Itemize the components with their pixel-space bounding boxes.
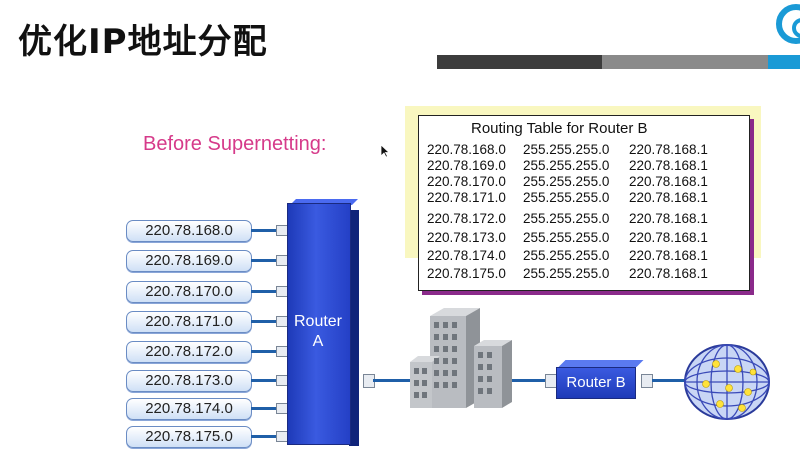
routing-table-row: 220.78.171.0 255.255.255.0 220.78.168.1 (427, 190, 719, 205)
wire-a-to-building (373, 379, 413, 382)
before-supernetting-label: Before Supernetting: (143, 133, 327, 155)
routing-table-row: 220.78.173.0 255.255.255.0 220.78.168.1 (427, 230, 719, 245)
network-link (251, 259, 277, 262)
routing-mask: 255.255.255.0 (523, 190, 610, 205)
routing-next-hop: 220.78.168.1 (629, 158, 708, 173)
network-link (251, 320, 277, 323)
routing-table-row: 220.78.168.0 255.255.255.0 220.78.168.1 (427, 142, 719, 157)
routing-mask: 255.255.255.0 (523, 230, 610, 245)
routing-next-hop: 220.78.168.1 (629, 266, 708, 281)
routing-next-hop: 220.78.168.1 (629, 190, 708, 205)
routing-next-hop: 220.78.168.1 (629, 174, 708, 189)
network-box: 220.78.175.0 (126, 426, 252, 448)
routing-destination: 220.78.173.0 (427, 230, 506, 245)
routing-next-hop: 220.78.168.1 (629, 142, 708, 157)
routing-mask: 255.255.255.0 (523, 158, 610, 173)
header-bar-gray (602, 55, 768, 69)
routing-destination: 220.78.169.0 (427, 158, 506, 173)
routing-table-row: 220.78.172.0 255.255.255.0 220.78.168.1 (427, 211, 719, 226)
routing-destination: 220.78.172.0 (427, 211, 506, 226)
mouse-cursor-icon (380, 144, 390, 158)
router-a-label-line1: Router (293, 313, 343, 330)
routing-mask: 255.255.255.0 (523, 266, 610, 281)
network-link (251, 435, 277, 438)
routing-table-row: 220.78.175.0 255.255.255.0 220.78.168.1 (427, 266, 719, 281)
routing-table-row: 220.78.174.0 255.255.255.0 220.78.168.1 (427, 248, 719, 263)
routing-next-hop: 220.78.168.1 (629, 230, 708, 245)
network-box: 220.78.168.0 (126, 220, 252, 242)
routing-destination: 220.78.175.0 (427, 266, 506, 281)
routing-destination: 220.78.170.0 (427, 174, 506, 189)
globe-icon (684, 344, 770, 420)
routing-next-hop: 220.78.168.1 (629, 248, 708, 263)
routing-table-row: 220.78.169.0 255.255.255.0 220.78.168.1 (427, 158, 719, 173)
router-b: Router B (556, 367, 636, 399)
header-bar-blue (768, 55, 800, 69)
page-title: 优化IP地址分配 (18, 22, 268, 62)
router-a-side (349, 210, 359, 446)
network-link (251, 290, 277, 293)
routing-mask: 255.255.255.0 (523, 248, 610, 263)
routing-mask: 255.255.255.0 (523, 174, 610, 189)
logo-icon (776, 4, 800, 44)
network-box: 220.78.170.0 (126, 281, 252, 303)
router-b-top (558, 360, 644, 367)
routing-mask: 255.255.255.0 (523, 211, 610, 226)
header-bar-dark (437, 55, 602, 69)
wire-building-to-router-b (512, 379, 546, 382)
network-box: 220.78.174.0 (126, 398, 252, 420)
router-a-label-line2: A (312, 333, 324, 350)
network-box: 220.78.171.0 (126, 311, 252, 333)
routing-destination: 220.78.168.0 (427, 142, 506, 157)
routing-next-hop: 220.78.168.1 (629, 211, 708, 226)
network-box: 220.78.173.0 (126, 370, 252, 392)
network-link (251, 407, 277, 410)
routing-table-row: 220.78.170.0 255.255.255.0 220.78.168.1 (427, 174, 719, 189)
router-a-label: Router A (287, 312, 349, 352)
logo-inner-icon (792, 18, 800, 38)
routing-table-title: Routing Table for Router B (471, 120, 648, 137)
network-box: 220.78.172.0 (126, 341, 252, 363)
network-link (251, 229, 277, 232)
network-link (251, 379, 277, 382)
routing-destination: 220.78.171.0 (427, 190, 506, 205)
network-link (251, 350, 277, 353)
wire-router-b-to-internet (652, 379, 686, 382)
building-icon (410, 308, 512, 408)
routing-mask: 255.255.255.0 (523, 142, 610, 157)
router-a (287, 203, 351, 445)
routing-destination: 220.78.174.0 (427, 248, 506, 263)
network-box: 220.78.169.0 (126, 250, 252, 272)
